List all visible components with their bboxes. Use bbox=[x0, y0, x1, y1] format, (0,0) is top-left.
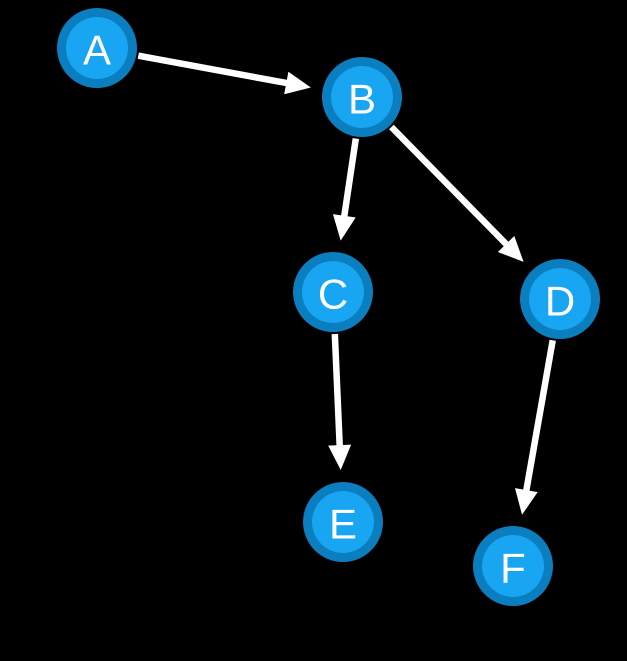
arrowhead-icon-A-B bbox=[284, 71, 311, 95]
node-fill-C bbox=[302, 261, 364, 323]
node-fill-B bbox=[331, 66, 393, 128]
graph-node-D[interactable]: D bbox=[520, 259, 600, 339]
edge-line-D-F bbox=[522, 339, 556, 493]
edge-D-F bbox=[515, 339, 556, 515]
arrowhead-icon-B-C bbox=[332, 214, 356, 241]
arrowhead-icon-B-D bbox=[497, 235, 524, 262]
arrowhead-icon-D-F bbox=[515, 488, 538, 515]
graph-node-C[interactable]: C bbox=[293, 252, 373, 332]
edge-B-D bbox=[389, 124, 524, 262]
node-fill-A bbox=[66, 17, 128, 79]
edge-A-B bbox=[137, 52, 311, 95]
edge-B-C bbox=[332, 138, 360, 241]
graph-node-B[interactable]: B bbox=[322, 57, 402, 137]
graph-node-F[interactable]: F bbox=[473, 526, 553, 606]
edge-line-A-B bbox=[137, 52, 289, 87]
arrowhead-icon-C-E bbox=[328, 444, 352, 471]
graph-node-A[interactable]: A bbox=[57, 8, 137, 88]
edge-C-E bbox=[328, 333, 352, 471]
edge-line-B-C bbox=[340, 138, 360, 219]
node-fill-F bbox=[482, 535, 544, 597]
edge-line-C-E bbox=[331, 333, 343, 448]
node-fill-D bbox=[529, 268, 591, 330]
edge-line-B-D bbox=[389, 124, 510, 248]
node-fill-E bbox=[312, 491, 374, 553]
graph-node-E[interactable]: E bbox=[303, 482, 383, 562]
